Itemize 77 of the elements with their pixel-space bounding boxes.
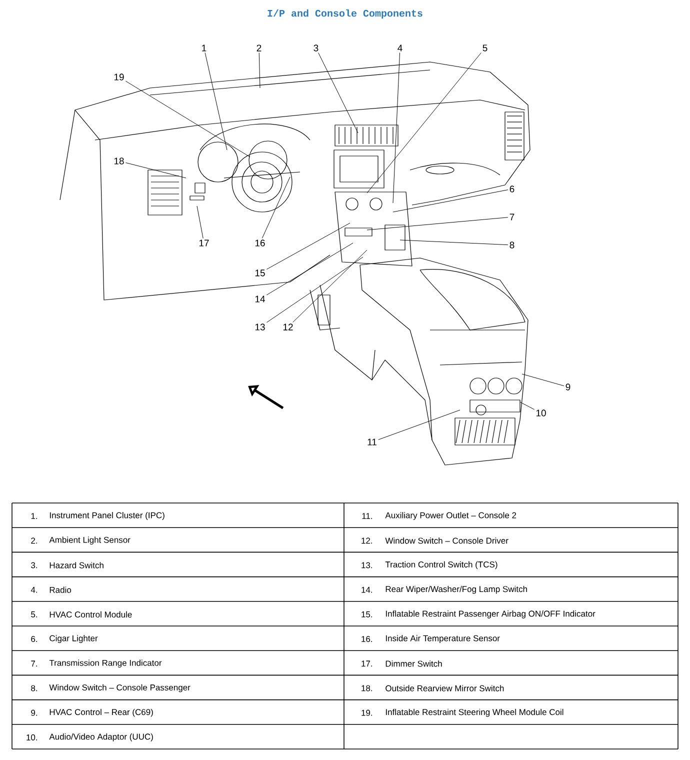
callout-number: 5 <box>482 44 488 52</box>
callout-number: 6 <box>510 186 514 192</box>
leader-line <box>125 80 250 158</box>
item-name: HVAC Control – Rear (C69) <box>50 708 153 717</box>
item-number: 16. <box>362 636 372 642</box>
item-name: Cigar Lighter <box>50 635 98 643</box>
callout-number: 18 <box>114 158 124 164</box>
callout-number: 12 <box>283 324 293 330</box>
leader-line <box>262 176 290 238</box>
item-number: 10. <box>26 734 38 740</box>
callout-number: 7 <box>510 214 514 220</box>
leader-line <box>125 162 186 178</box>
callout-number: 11 <box>368 438 376 446</box>
item-number: 18. <box>362 685 372 692</box>
callout-number: 15 <box>255 270 265 276</box>
leader-line <box>196 206 204 239</box>
item-number: 14. <box>362 586 372 593</box>
item-name: Inflatable Restraint Passenger Airbag ON/OFF Indicator <box>386 610 596 618</box>
item-number: 15. <box>362 611 372 618</box>
item-name: Traction Control Switch (TCS) <box>385 561 498 570</box>
item-number: 12. <box>362 538 372 544</box>
title: I/P and Console Components <box>268 9 422 19</box>
item-number: 17. <box>362 660 372 667</box>
leader-line <box>366 52 482 194</box>
leader-line <box>204 52 228 150</box>
item-number: 5. <box>31 611 38 618</box>
leader-line <box>266 242 354 296</box>
leader-line <box>266 256 364 323</box>
item-name: Window Switch – Console Passenger <box>49 684 190 692</box>
item-number: 9. <box>31 710 38 716</box>
leader-line <box>292 250 368 323</box>
callout-number: 9 <box>566 384 570 390</box>
callout-number: 1 <box>202 44 206 52</box>
item-name: Hazard Switch <box>50 562 104 568</box>
item-number: 1. <box>31 513 38 519</box>
callout-number: 10 <box>536 410 546 416</box>
callout-number: 4 <box>398 44 402 52</box>
item-name: Ambient Light Sensor <box>49 536 130 545</box>
leader-line <box>400 240 508 246</box>
item-number: 3. <box>31 562 38 568</box>
callout-number: 8 <box>510 242 514 248</box>
item-number: 7. <box>31 660 38 667</box>
callout-number: 2 <box>256 44 262 52</box>
item-number: 11. <box>362 513 372 519</box>
callout-number: 16 <box>255 240 265 246</box>
item-name: Radio <box>50 586 72 593</box>
item-number: 4. <box>30 586 38 593</box>
leader-line <box>378 410 460 440</box>
item-name: Outside Rearview Mirror Switch <box>386 685 504 692</box>
item-name: Window Switch – Console Driver <box>385 537 508 544</box>
item-name: Inside Air Temperature Sensor <box>386 635 500 643</box>
item-name: Rear Wiper/Washer/Fog Lamp Switch <box>386 586 527 594</box>
leader-line <box>392 52 400 204</box>
item-name: Audio/Video Adaptor (UUC) <box>49 733 153 742</box>
leader-line <box>266 222 350 270</box>
leader-line <box>522 374 564 386</box>
callout-number: 3 <box>314 44 318 52</box>
callout-number: 13 <box>255 324 265 330</box>
item-name: Auxiliary Power Outlet – Console 2 <box>385 512 516 520</box>
leader-line <box>318 52 358 134</box>
item-number: 8. <box>31 685 38 692</box>
leader-line <box>366 217 508 230</box>
item-number: 6. <box>31 636 38 642</box>
callout-number: 17 <box>199 240 209 246</box>
item-name: HVAC Control Module <box>50 611 132 618</box>
item-number: 2. <box>31 538 38 544</box>
leader-line <box>392 190 508 212</box>
item-number: 13. <box>362 562 372 568</box>
leader-line <box>258 52 260 88</box>
leader-line <box>520 402 535 410</box>
item-name: Dimmer Switch <box>386 660 442 667</box>
item-name: Transmission Range Indicator <box>49 660 162 668</box>
item-name: Inflatable Restraint Steering Wheel Module Coil <box>386 708 564 717</box>
callout-number: 19 <box>114 74 124 80</box>
item-name: Instrument Panel Cluster (IPC) <box>50 512 164 520</box>
item-number: 19. <box>362 710 372 716</box>
callout-number: 14 <box>255 296 265 302</box>
